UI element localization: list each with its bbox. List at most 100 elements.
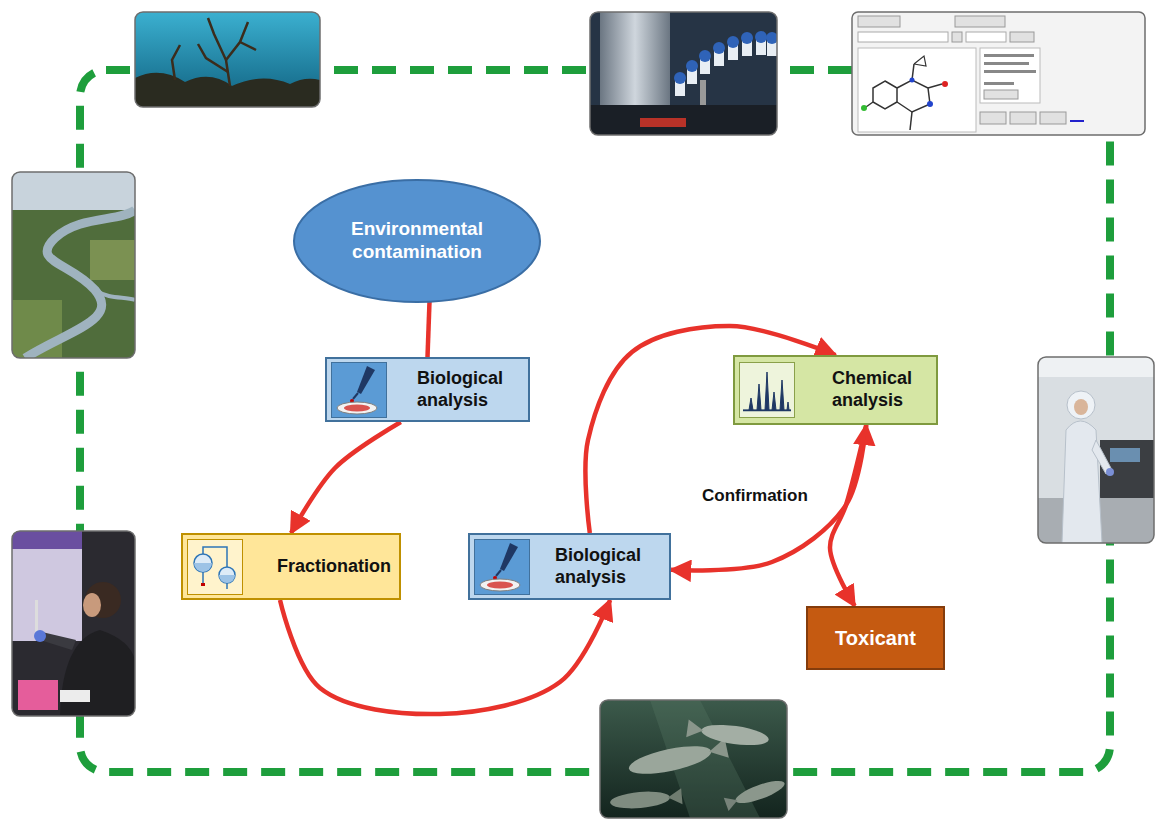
fume-hood-photo <box>12 531 135 716</box>
node-text: Biological analysis <box>555 545 661 588</box>
ellipse-outline <box>294 180 540 302</box>
lab-worker-photo <box>1110 448 1140 462</box>
cycle-frame <box>80 70 1110 772</box>
software-screenshot <box>858 48 976 132</box>
lab-worker-photo <box>1038 357 1156 543</box>
box-icon <box>331 362 387 418</box>
box-icon <box>739 362 795 418</box>
fish-photo <box>600 700 787 818</box>
box-icon <box>474 539 530 595</box>
ocean-photo <box>240 42 256 50</box>
software-screenshot <box>897 80 930 112</box>
software-screenshot <box>873 81 897 109</box>
node-text: Environmental contamination <box>327 218 507 264</box>
fish-photo <box>686 719 770 748</box>
fish-photo <box>609 789 670 810</box>
box-icon <box>332 362 387 417</box>
software-screenshot <box>928 84 942 88</box>
fish-photo <box>733 777 787 808</box>
node-text: Fractionation <box>277 556 391 578</box>
lab-worker-photo <box>1038 357 1154 543</box>
fume-hood-photo <box>18 680 58 710</box>
autosampler-photo <box>674 72 686 84</box>
autosampler-photo <box>590 12 777 135</box>
fume-hood-photo <box>60 690 90 702</box>
edge-label: Confirmation <box>700 486 810 506</box>
process-box: Biological analysis <box>325 357 530 422</box>
ocean-photo <box>135 12 320 107</box>
fish-photo <box>700 721 770 748</box>
river-photo <box>90 240 135 280</box>
fish-photo <box>627 737 729 779</box>
autosampler-photo <box>727 36 739 48</box>
box-icon <box>740 363 795 418</box>
box-icon <box>187 539 243 595</box>
flow-arrow <box>291 422 401 533</box>
ocean-photo <box>172 45 180 80</box>
autosampler-photo <box>590 12 778 135</box>
software-screenshot <box>942 81 948 87</box>
ocean-photo <box>208 18 230 86</box>
autosampler-photo <box>590 105 777 135</box>
fume-hood-photo <box>12 531 135 716</box>
software-screenshot <box>984 82 1014 85</box>
software-screenshot <box>1040 112 1066 124</box>
ocean-photo <box>172 18 256 86</box>
fume-hood-photo <box>35 600 38 634</box>
software-screenshot <box>966 32 1006 42</box>
box-icon <box>188 539 243 594</box>
river-photo <box>12 172 135 358</box>
software-screenshot <box>866 102 873 107</box>
software-screenshot <box>927 101 933 107</box>
process-box: Biological analysis <box>468 533 671 600</box>
software-screenshot <box>861 105 867 111</box>
river-photo <box>12 172 135 358</box>
lab-worker-photo <box>1038 357 1154 543</box>
software-screenshot <box>852 12 1145 135</box>
software-screenshot <box>980 112 1006 124</box>
ocean-photo <box>226 22 248 60</box>
flow-arrow <box>830 425 866 606</box>
node-text: Biological analysis <box>417 368 520 411</box>
software-screenshot <box>1070 120 1084 122</box>
fish-photo <box>724 777 787 811</box>
box-icon <box>475 539 530 594</box>
lab-worker-photo <box>1038 357 1154 377</box>
fume-hood-photo <box>12 531 135 716</box>
lab-worker-photo <box>1100 440 1154 498</box>
software-screenshot <box>910 112 912 130</box>
autosampler-photo <box>590 12 777 135</box>
lab-worker-photo <box>1038 357 1154 543</box>
autosampler-photo <box>755 31 767 43</box>
source-ellipse: Environmental contamination <box>292 179 542 303</box>
ocean-photo <box>135 73 320 107</box>
autosampler-photo <box>590 12 777 135</box>
lab-worker-photo <box>1067 391 1095 419</box>
river-photo <box>12 172 135 210</box>
fish-photo <box>627 741 714 780</box>
river-photo <box>12 172 135 358</box>
software-screenshot <box>1010 32 1034 42</box>
autosampler-photo <box>766 32 777 44</box>
fish-photo <box>609 788 682 810</box>
river-photo <box>12 172 135 358</box>
software-screenshot <box>914 56 926 66</box>
ocean-photo <box>135 12 320 107</box>
software-screenshot <box>852 12 1145 135</box>
fume-hood-photo <box>12 531 82 549</box>
flow-arrow <box>280 600 610 714</box>
fish-photo <box>686 719 704 739</box>
node-text: Chemical analysis <box>832 368 928 411</box>
software-screenshot <box>984 90 1018 99</box>
fish-photo <box>600 700 787 818</box>
river-photo <box>25 210 135 358</box>
software-screenshot <box>955 16 1005 27</box>
software-screenshot <box>984 62 1029 65</box>
autosampler-photo <box>600 12 670 112</box>
software-screenshot <box>858 16 900 27</box>
fish-photo <box>667 788 682 805</box>
fish-photo <box>600 700 787 818</box>
result-box: Toxicant <box>806 606 945 670</box>
